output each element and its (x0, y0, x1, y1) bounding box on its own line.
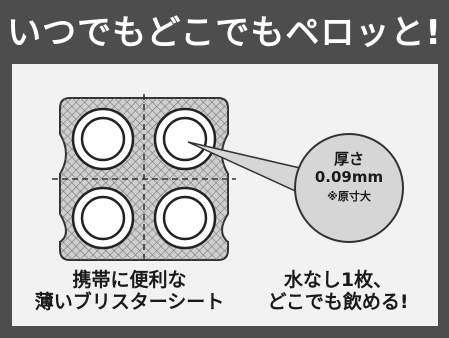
pocket-bottom-right (153, 186, 217, 250)
actual-size-note: ※原寸大 (327, 190, 371, 203)
callout-bubble (294, 133, 404, 243)
banner-title: いつでもどこでもペロッと! (7, 13, 442, 53)
pocket-top-right (153, 107, 217, 171)
content-panel: 厚さ 0.09mm ※原寸大 携帯に便利な 薄いブリスターシート 水なし1枚、 … (12, 64, 438, 326)
caption-portable-line1: 携帯に便利な (72, 269, 187, 291)
caption-portable-line2: 薄いブリスターシート (34, 291, 225, 313)
caption-no-water-line2: どこでも飲める! (267, 291, 409, 313)
thickness-heading: 厚さ (333, 150, 364, 168)
thickness-label: 厚さ 0.09mm ※原寸大 (298, 150, 400, 206)
pocket-bottom-left (71, 186, 135, 250)
pocket-top-left (71, 107, 135, 171)
caption-no-water: 水なし1枚、 どこでも飲める! (238, 269, 438, 313)
caption-portable: 携帯に便利な 薄いブリスターシート (12, 269, 247, 313)
blister-illustration (52, 94, 404, 264)
caption-no-water-line1: 水なし1枚、 (283, 269, 393, 291)
thickness-value: 0.09mm (314, 168, 384, 186)
